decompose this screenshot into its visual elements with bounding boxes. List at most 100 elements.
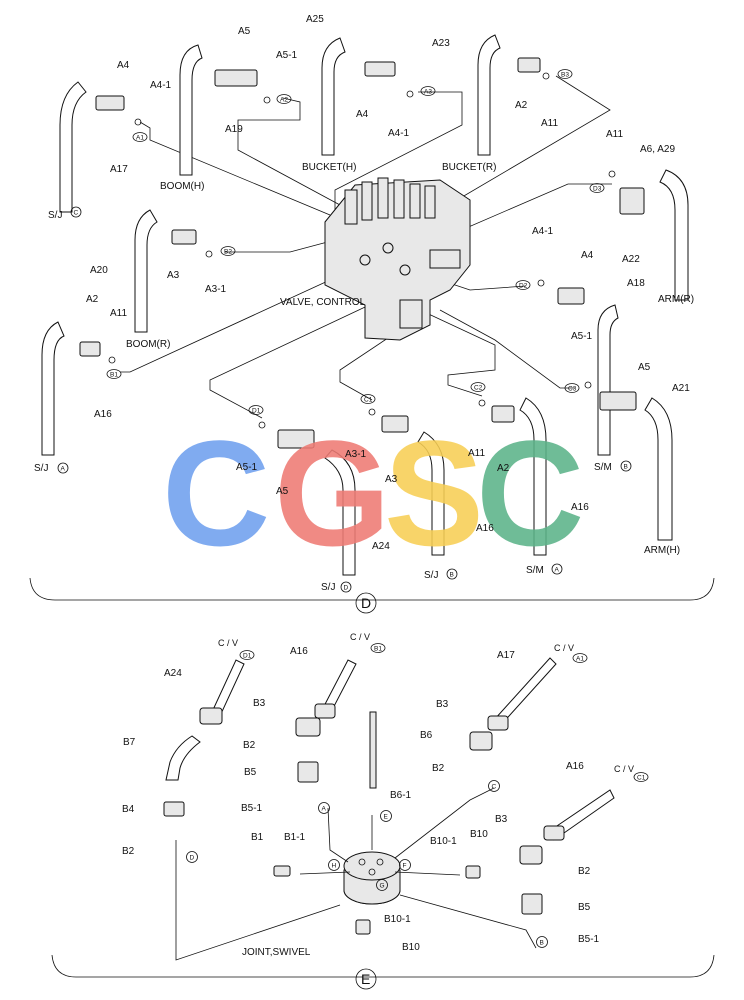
label-e-b3-3: B3 (495, 814, 508, 825)
tag-e-a1: A1 (576, 656, 584, 663)
label-e-b2-2: B2 (432, 763, 445, 774)
label-a21: A21 (672, 383, 690, 394)
label-e-cv-3: C / V (554, 643, 574, 653)
label-e-b4: B4 (122, 804, 135, 815)
label-a5-1-r: A5-1 (571, 331, 593, 342)
label-a4-mid: A4 (356, 109, 369, 120)
label-a18: A18 (627, 278, 645, 289)
tag-sm-a: A (555, 567, 560, 574)
leader-lines-d (120, 75, 612, 419)
label-e-a17: A17 (497, 650, 515, 661)
label-a4-1-r: A4-1 (532, 226, 554, 237)
label-e-b5-1a: B5-1 (241, 803, 263, 814)
label-a11-r: A11 (606, 129, 623, 140)
label-e-b6: B6 (420, 730, 433, 741)
label-a25: A25 (306, 14, 324, 25)
label-a3-l: A3 (167, 270, 180, 281)
section-e-marker: E (361, 971, 370, 987)
label-joint-swivel: JOINT,SWIVEL (242, 947, 311, 958)
label-a3-b: A3 (385, 474, 398, 485)
label-a5-1-b: A5-1 (236, 462, 258, 473)
label-e-b2-3: B2 (122, 846, 135, 857)
tags-d: A1 A2 A3 B3 B2 B1 D3 D2 C3 D1 C1 C2 C A … (57, 69, 632, 593)
tag-a3: A3 (424, 89, 432, 96)
label-e-b5-1: B5 (244, 767, 257, 778)
label-e-cv-1: C / V (218, 638, 238, 648)
label-e-b5-1b: B5-1 (578, 934, 600, 945)
label-a2-top: A2 (515, 100, 528, 111)
label-a23: A23 (432, 38, 450, 49)
label-e-b2-1: B2 (243, 740, 256, 751)
tag-a2: A2 (280, 97, 288, 104)
label-a5-r: A5 (638, 362, 651, 373)
watermark-letter-2: G (274, 409, 391, 577)
label-a11-top: A11 (541, 118, 558, 129)
leader-lines-e (175, 787, 537, 961)
tag-e-c1: C1 (637, 775, 646, 782)
tag-b3: B3 (561, 72, 569, 79)
labels-d: A4 A4-1 A5 A5-1 A25 A23 A17 A19 A4 A4-1 … (34, 14, 694, 611)
label-sj-a: S/J (34, 463, 48, 474)
watermark: C G S C (162, 409, 584, 577)
label-sm-b: S/M (594, 462, 612, 473)
label-e-b1-1: B1-1 (284, 832, 306, 843)
label-boom-h: BOOM(H) (160, 181, 204, 192)
label-e-b3-1: B3 (253, 698, 266, 709)
watermark-letter-3: S (384, 409, 484, 577)
label-a24-b: A24 (372, 541, 390, 552)
tag-sj-a: A (61, 466, 66, 473)
tag-e-b: B (540, 940, 544, 947)
tag-sj-d: D (344, 585, 349, 592)
tag-e-a: A (322, 806, 327, 813)
tag-e-b1: B1 (374, 646, 382, 653)
tags-e: D1 B1 A1 C1 A E C D H F G B (186, 643, 649, 948)
label-a4-1-top: A4-1 (150, 80, 172, 91)
tag-sj-b: B (450, 572, 454, 579)
label-e-b3-2: B3 (436, 699, 449, 710)
fittings-d (79, 57, 645, 449)
label-a19: A19 (225, 124, 243, 135)
label-sm-a: S/M (526, 565, 544, 576)
tag-e-h: H (332, 863, 337, 870)
label-a6-a29: A6, A29 (640, 144, 675, 155)
label-arm-r: ARM(R) (658, 294, 694, 305)
tag-d3: D3 (593, 186, 602, 193)
label-e-a24: A24 (164, 668, 182, 679)
tag-e-d1: D1 (243, 653, 252, 660)
tag-a1: A1 (136, 135, 144, 142)
label-a2-b: A2 (497, 463, 510, 474)
tag-e-e: E (384, 814, 389, 821)
label-sj-d: S/J (321, 582, 335, 593)
label-a5-1-top: A5-1 (276, 50, 298, 61)
label-e-b2-4: B2 (578, 866, 591, 877)
label-a5-top: A5 (238, 26, 251, 37)
label-a17: A17 (110, 164, 128, 175)
label-bucket-r: BUCKET(R) (442, 162, 496, 173)
label-sj-c: S/J (48, 210, 62, 221)
label-a4-top: A4 (117, 60, 130, 71)
section-d-bracket (29, 577, 715, 601)
label-a4-r: A4 (581, 250, 594, 261)
label-a5-b: A5 (276, 486, 289, 497)
label-e-cv-4: C / V (614, 764, 634, 774)
label-a22: A22 (622, 254, 640, 265)
label-a16-l: A16 (94, 409, 112, 420)
label-e-b10b: B10 (402, 942, 420, 953)
label-sj-b: S/J (424, 570, 438, 581)
tag-d1: D1 (252, 408, 261, 415)
label-bucket-h: BUCKET(H) (302, 162, 356, 173)
label-a20: A20 (90, 265, 108, 276)
section-d-marker-circle (355, 592, 377, 614)
label-valve-control: VALVE, CONTROL (280, 297, 366, 308)
label-a3-1-l: A3-1 (205, 284, 227, 295)
hoses-d (41, 34, 689, 576)
label-e-b5-2: B5 (578, 902, 591, 913)
label-e-a16-2: A16 (566, 761, 584, 772)
label-e-a16-1: A16 (290, 646, 308, 657)
tag-c3: C3 (568, 386, 577, 393)
section-e-marker-circle (355, 968, 377, 990)
label-arm-h: ARM(H) (644, 545, 680, 556)
label-a16-b2: A16 (476, 523, 494, 534)
label-a4-1-mid: A4-1 (388, 128, 410, 139)
